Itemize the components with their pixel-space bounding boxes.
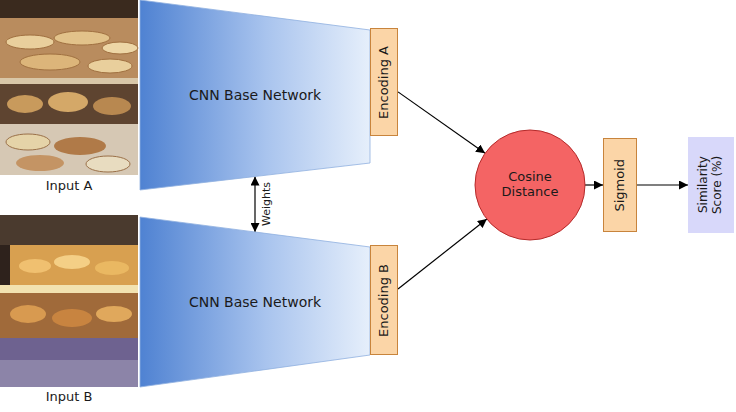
- vertical-label: Encoding A: [377, 46, 392, 119]
- input-caption: Input B: [0, 390, 138, 405]
- vertical-label: Similarity Score (%): [697, 142, 725, 228]
- photo-glass: [0, 338, 138, 360]
- connector-arrow: [398, 92, 485, 153]
- trapezoid: [140, 217, 370, 387]
- sigmoid-box: Sigmoid: [603, 138, 637, 232]
- photo-case: [0, 293, 138, 338]
- connector-arrow: [637, 184, 688, 185]
- connector-arrow: [398, 219, 487, 289]
- circle: [475, 130, 585, 240]
- pastry: [19, 259, 51, 273]
- pastry: [10, 305, 46, 323]
- pastry: [54, 255, 90, 269]
- node-label: CNN Base Network: [189, 294, 321, 310]
- vertical-label: Sigmoid: [613, 159, 628, 212]
- photo-shelf: [0, 18, 138, 78]
- node-label: Cosine Distance: [490, 170, 570, 200]
- cnn-base-network: CNN Base Network: [140, 217, 370, 387]
- bread: [93, 97, 131, 115]
- photo-counter: [0, 124, 138, 175]
- photo-ground: [0, 0, 138, 175]
- bread: [7, 95, 43, 113]
- encoding-box: Encoding A: [370, 28, 398, 136]
- bread: [6, 35, 54, 49]
- connector-arrow: [585, 184, 603, 185]
- photo-a: [0, 0, 138, 175]
- photo-b: [0, 215, 138, 387]
- photo-display: [10, 245, 138, 285]
- bread: [54, 31, 110, 45]
- pastry: [54, 137, 106, 155]
- bread: [48, 92, 88, 112]
- node-label: CNN Base Network: [189, 87, 321, 103]
- photo-ceiling: [0, 215, 138, 245]
- photo-shelf-edge: [0, 78, 138, 84]
- photo-counter: [0, 360, 138, 387]
- pastry: [52, 309, 92, 327]
- vertical-label: Encoding B: [377, 264, 392, 337]
- photo-ceiling: [0, 0, 138, 18]
- connector-arrow: [254, 177, 255, 233]
- cosine-circle: Cosine Distance: [474, 129, 586, 241]
- output-box: Similarity Score (%): [688, 137, 734, 233]
- pastry: [95, 261, 129, 275]
- bread: [20, 54, 80, 70]
- edge-label: Weights: [261, 182, 274, 226]
- cnn-base-network: CNN Base Network: [140, 0, 370, 190]
- pastry: [6, 134, 50, 150]
- pastry: [96, 306, 132, 322]
- trapezoid: [140, 0, 370, 190]
- photo-case: [0, 84, 138, 124]
- photo-ground: [0, 215, 138, 387]
- bread: [102, 42, 138, 54]
- pastry: [86, 156, 130, 172]
- bread: [88, 59, 132, 73]
- pastry: [16, 155, 64, 171]
- encoding-box: Encoding B: [370, 245, 398, 355]
- photo-glass-edge: [0, 285, 138, 293]
- input-caption: Input A: [0, 179, 138, 194]
